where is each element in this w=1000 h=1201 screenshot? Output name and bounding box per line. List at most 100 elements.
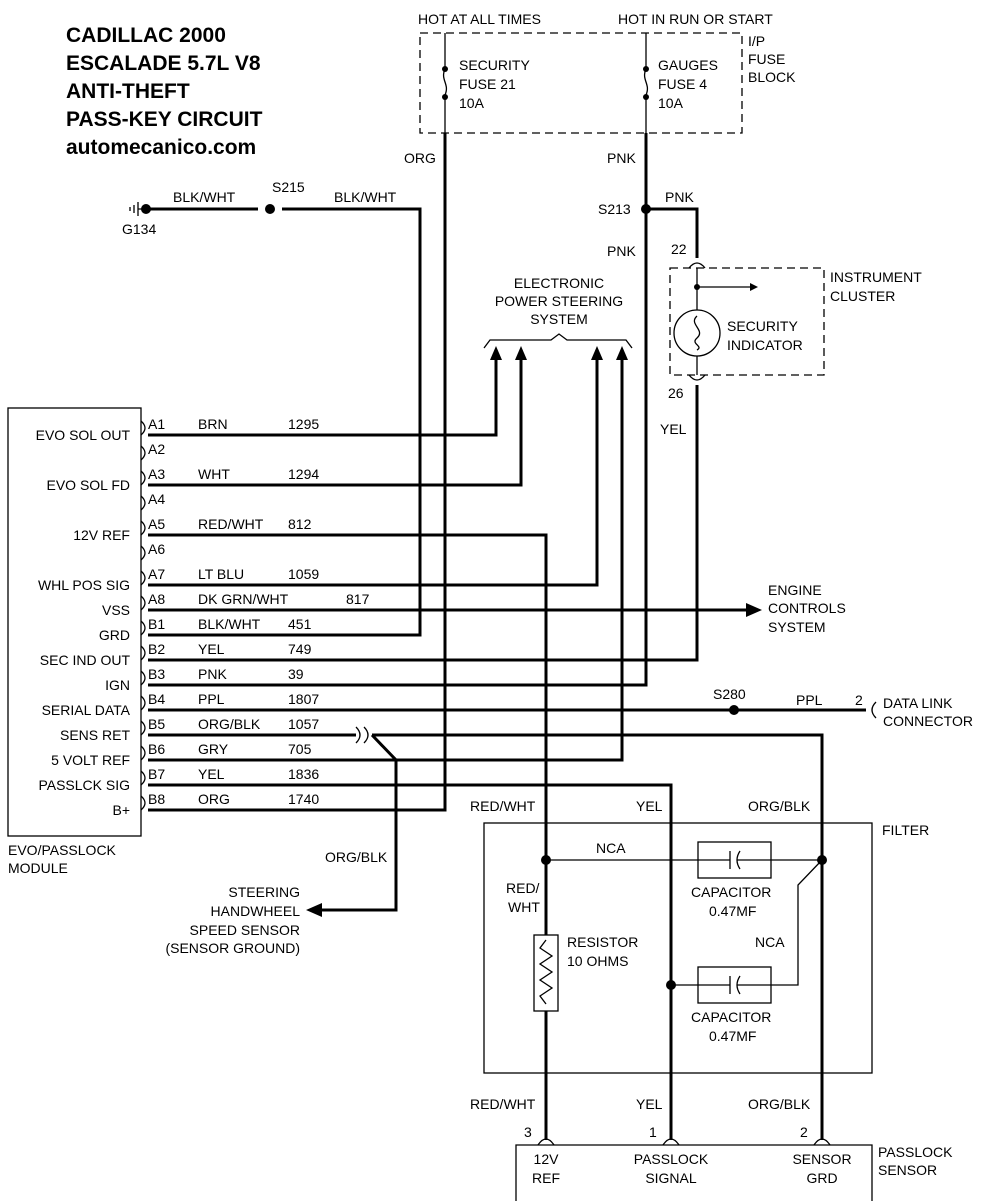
pin-number: A7 <box>148 566 165 582</box>
circuit-number: 705 <box>288 741 312 757</box>
pin-connector-icon <box>140 445 146 461</box>
pin-connector-icon <box>140 545 146 561</box>
wire-ppl-label: PPL <box>796 692 823 708</box>
wire-pnk-label-3: PNK <box>607 243 636 259</box>
resistor-label-1: RESISTOR <box>567 934 638 950</box>
resistor <box>533 934 559 1012</box>
security-fuse-number: FUSE 21 <box>459 76 516 92</box>
pin-function-label: SERIAL DATA <box>42 702 131 718</box>
title-line-1: CADILLAC 2000 <box>66 24 226 47</box>
wire-yel-cluster-label: YEL <box>660 421 687 437</box>
dlc-label-1: DATA LINK <box>883 695 953 711</box>
title-line-3: ANTI-THEFT <box>66 80 190 103</box>
pin-number: A2 <box>148 441 165 457</box>
pin-number: A4 <box>148 491 165 507</box>
eps-label-3: SYSTEM <box>530 311 588 327</box>
circuit-number: 39 <box>288 666 304 682</box>
pin-number: A5 <box>148 516 165 532</box>
pin-connector-icon <box>140 470 146 486</box>
resistor-label-2: 10 OHMS <box>567 953 628 969</box>
title-line-2: ESCALADE 5.7L V8 <box>66 52 261 75</box>
eps-arrow-2-icon <box>515 346 527 360</box>
sensor-col3-1: SENSOR <box>792 1151 851 1167</box>
hot-at-all-times-label: HOT AT ALL TIMES <box>418 11 541 27</box>
circuit-number: 1295 <box>288 416 319 432</box>
wire-color: ORG/BLK <box>198 716 261 732</box>
wire-color: PPL <box>198 691 225 707</box>
pin-number: A6 <box>148 541 165 557</box>
pin-connector-icon <box>140 745 146 761</box>
wire-color: YEL <box>198 641 225 657</box>
wire-blkwht-label-1: BLK/WHT <box>173 189 236 205</box>
fuse-block-label-3: BLOCK <box>748 69 796 85</box>
filter-redwht-top: RED/WHT <box>470 798 536 814</box>
sensor-orgblk-label: ORG/BLK <box>748 1096 811 1112</box>
cluster-connector-bottom <box>688 374 706 381</box>
hot-in-run-label: HOT IN RUN OR START <box>618 11 773 27</box>
wire-color: PNK <box>198 666 227 682</box>
fuse-block-outline <box>419 32 743 134</box>
engine-controls-arrow-icon <box>746 603 762 617</box>
dlc-connector-icon <box>871 701 877 719</box>
splice-s280-label: S280 <box>713 686 746 702</box>
splice-s280 <box>729 705 739 715</box>
module-name-2: MODULE <box>8 860 68 876</box>
pin-number: B1 <box>148 616 165 632</box>
splice-s213-label: S213 <box>598 201 631 217</box>
passlock-sensor-label-2: SENSOR <box>878 1162 937 1178</box>
wire-orgblk-steering-label: ORG/BLK <box>325 849 388 865</box>
filter-nca-2: NCA <box>755 934 785 950</box>
pin-function-label: IGN <box>105 677 130 693</box>
capacitor-1-label-1: CAPACITOR <box>691 884 771 900</box>
inline-connector-icon <box>355 726 369 744</box>
ground-g134-label: G134 <box>122 221 156 237</box>
pin-function-label: B+ <box>112 802 130 818</box>
pin-number: B7 <box>148 766 165 782</box>
steering-sensor-label-4: (SENSOR GROUND) <box>165 940 300 956</box>
filter-orgblk-top: ORG/BLK <box>748 798 811 814</box>
wire-color: DK GRN/WHT <box>198 591 289 607</box>
circuit-number: 1059 <box>288 566 319 582</box>
passlock-sensor: RED/WHT YEL ORG/BLK 3 1 2 PASSLOCK SENSO… <box>470 1096 953 1201</box>
pin-connector-icon <box>140 695 146 711</box>
pin-function-label: 5 VOLT REF <box>51 752 130 768</box>
wire-pnk-ign <box>148 133 648 687</box>
splice-s215-label: S215 <box>272 179 305 195</box>
wire-wht-evo-sol-fd <box>148 360 523 487</box>
sensor-pin-2: 2 <box>800 1124 808 1140</box>
pin-number: A3 <box>148 466 165 482</box>
pin-number: B2 <box>148 641 165 657</box>
pin-connector-icon <box>140 420 146 436</box>
pin-connector-icon <box>140 770 146 786</box>
dlc-pin-2: 2 <box>855 692 863 708</box>
wire-color: RED/WHT <box>198 516 264 532</box>
engine-controls-label-2: CONTROLS <box>768 600 846 616</box>
pin-function-label: SEC IND OUT <box>40 652 131 668</box>
sensor-col3-2: GRD <box>806 1170 837 1186</box>
fuse-block: HOT AT ALL TIMES HOT IN RUN OR START I/P… <box>418 11 796 134</box>
pin-function-label: VSS <box>102 602 130 618</box>
pin-number: B6 <box>148 741 165 757</box>
pin-function-label: EVO SOL OUT <box>36 427 131 443</box>
sensor-pin-1: 1 <box>649 1124 657 1140</box>
wire-color: ORG <box>198 791 230 807</box>
sensor-redwht-label: RED/WHT <box>470 1096 536 1112</box>
title-line-5: automecanico.com <box>66 136 256 159</box>
instrument-cluster-label-1: INSTRUMENT <box>830 269 922 285</box>
sensor-col1-2: REF <box>532 1170 560 1186</box>
filter-label: FILTER <box>882 822 929 838</box>
circuit-number: 1836 <box>288 766 319 782</box>
wire-blkwht-grd <box>148 207 422 637</box>
sensor-col2-2: SIGNAL <box>645 1170 697 1186</box>
circuit-number: 817 <box>346 591 370 607</box>
instrument-cluster-outline <box>669 267 825 376</box>
circuit-number: 812 <box>288 516 312 532</box>
capacitor-1-icon <box>698 850 771 870</box>
wire-org-label: ORG <box>404 150 436 166</box>
wire-blkwht-label-2: BLK/WHT <box>334 189 397 205</box>
security-fuse-rating: 10A <box>459 95 485 111</box>
sensor-connectors-icon <box>537 1138 831 1146</box>
filter-yel-top: YEL <box>636 798 663 814</box>
